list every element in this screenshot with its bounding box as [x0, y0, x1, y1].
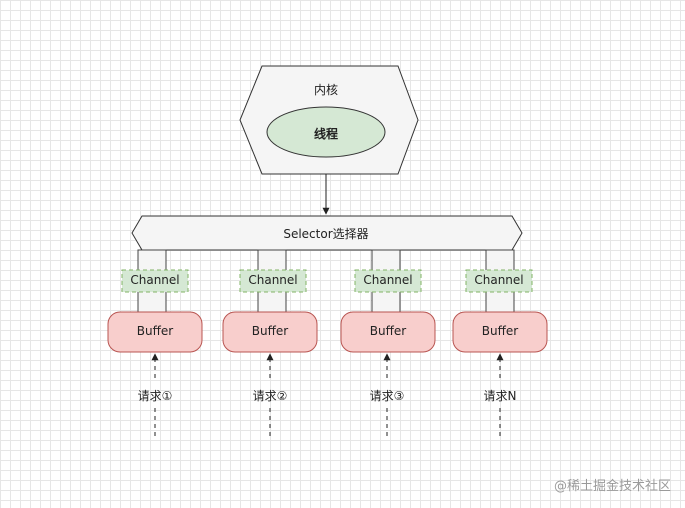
buffer-label: Buffer — [251, 324, 289, 338]
buffers-group — [107, 311, 548, 353]
watermark: @稀土掘金技术社区 — [553, 479, 671, 494]
channel-box — [465, 269, 533, 293]
request-label: 请求③ — [369, 389, 405, 403]
request-label: 请求② — [252, 389, 288, 403]
buffer-label: Buffer — [369, 324, 407, 338]
channel-box — [239, 269, 307, 293]
channel-label: Channel — [363, 273, 413, 287]
buffer-box — [340, 311, 436, 353]
buffer-box — [222, 311, 318, 353]
request-label: 请求N — [483, 389, 517, 403]
channels-group — [121, 269, 533, 293]
request-label: 请求① — [137, 389, 173, 403]
pipes-group — [137, 249, 515, 313]
buffer-label: Buffer — [481, 324, 519, 338]
channel-box — [121, 269, 189, 293]
selector-label: Selector选择器 — [283, 227, 369, 241]
kernel-label: 内核 — [313, 83, 338, 97]
thread-ellipse — [266, 106, 386, 158]
buffer-box — [452, 311, 548, 353]
channel-box — [354, 269, 422, 293]
channel-label: Channel — [474, 273, 524, 287]
channel-label: Channel — [130, 273, 180, 287]
channel-label: Channel — [248, 273, 298, 287]
buffer-box — [107, 311, 203, 353]
thread-label: 线程 — [313, 127, 338, 141]
request-arrows-group — [151, 353, 504, 440]
buffer-label: Buffer — [136, 324, 174, 338]
